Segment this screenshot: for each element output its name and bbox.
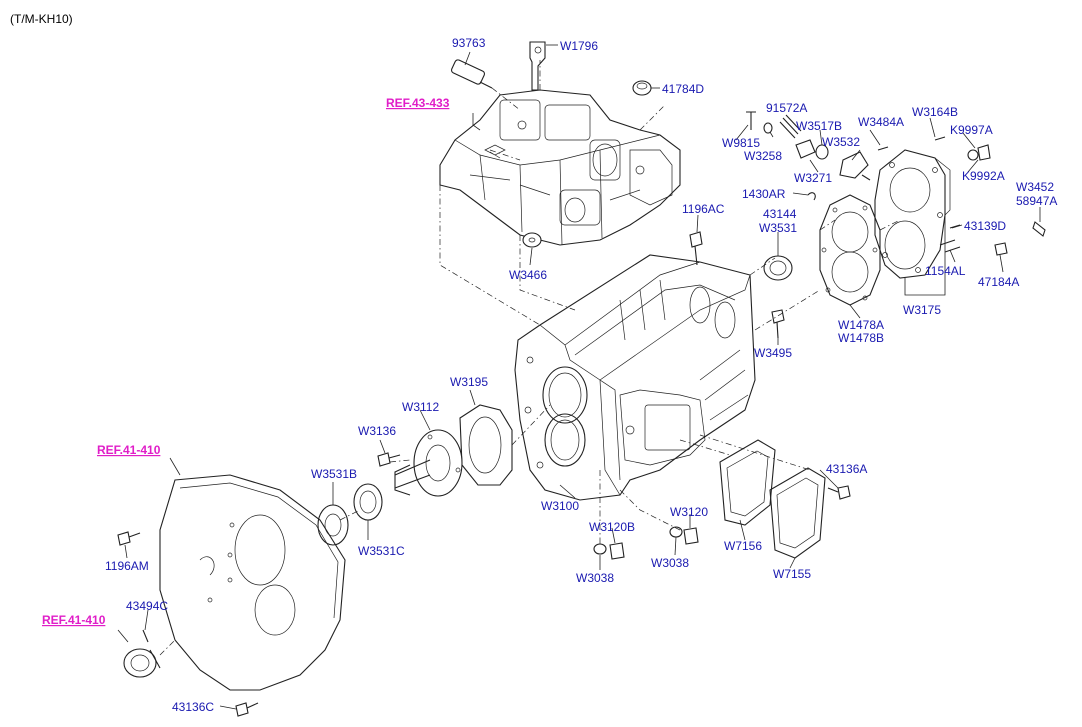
part-label: W3271 [794,171,832,185]
part-label: W3452 [1016,180,1054,194]
part-label: W3195 [450,375,488,389]
part-41784d-plug [632,80,652,96]
valve-body-assembly [439,89,681,246]
transmission-case-w3100 [514,254,756,501]
part-label: 58947A [1016,194,1057,208]
part-label: W3164B [912,105,958,119]
small-parts-rear [746,111,1046,256]
part-label: 1196AM [105,559,149,573]
gasket-w7156 [719,439,776,526]
ref-label-43-433: REF.43-433 [386,96,450,110]
part-label: W3532 [822,135,860,149]
diagram-header: (T/M-KH10) [10,12,73,26]
part-label: K9992A [962,169,1005,183]
bolt-43136a [827,485,851,500]
part-label: W3100 [541,499,579,513]
cover-w7155 [769,467,826,559]
part-label: 43136C [172,700,214,714]
leader-lines [117,44,1041,710]
part-label: 43139D [964,219,1006,233]
part-label: W3120B [589,520,635,534]
part-label: W3136 [358,424,396,438]
part-label: W1478A [838,318,884,332]
part-label: W7155 [773,567,811,581]
bearing-retainer-w3112 [394,429,463,497]
part-labels: 93763 W1796 41784D 91572A W9815 W3258 W3… [105,36,1057,714]
part-label: W3038 [651,556,689,570]
part-w1796-bracket [529,41,546,91]
part-93763-switch [450,59,493,89]
part-w3531-seal [763,255,793,281]
part-label: 43494C [126,599,168,613]
part-label: 1430AR [742,187,786,201]
part-label: 93763 [452,36,486,50]
rear-housing-w3175 [874,149,951,279]
ref-labels: REF.43-433 REF.41-410 REF.41-410 [42,96,450,627]
part-label: 1154AL [925,264,966,278]
part-label: 43144 [763,207,797,221]
part-label: W3112 [402,400,439,414]
part-label: 91572A [766,101,807,115]
bolt-w3136 [377,452,401,467]
part-label: W3120 [670,505,708,519]
part-label: W3531B [311,467,357,481]
bolt-43136c [235,702,259,717]
part-label: 43136A [826,462,867,476]
part-label: 41784D [662,82,704,96]
part-w3466-washer [522,232,542,248]
gaskets-w1478 [819,194,881,306]
seal-w3531c [353,483,383,521]
part-label: K9997A [950,123,993,137]
part-label: W3517B [796,119,842,133]
release-bearing-43494c [123,629,161,678]
part-label: W9815 [722,136,760,150]
part-label: W3258 [744,149,782,163]
part-label: W3531C [358,544,405,558]
part-1196ac-bolt [689,231,703,266]
part-w3495-bolt [771,309,785,339]
part-label: W3495 [754,346,792,360]
seal-w3531b [317,504,349,546]
part-label: W3484A [858,115,904,129]
ref-label-41-410-b: REF.41-410 [42,613,106,627]
clutch-housing [159,474,346,691]
part-label: W3175 [903,303,941,317]
part-label: W1796 [560,39,598,53]
ref-label-41-410-a: REF.41-410 [97,443,161,457]
part-label: W1478B [838,331,884,345]
bolt-1196am [117,531,141,546]
part-label: W3466 [509,268,547,282]
gasket-w3195 [459,404,513,486]
part-label: W3531 [759,221,797,235]
part-label: W3038 [576,571,614,585]
part-label: W7156 [724,539,762,553]
part-label: 1196AC [682,202,725,216]
part-label: 47184A [978,275,1019,289]
phantom-lines [159,60,901,656]
